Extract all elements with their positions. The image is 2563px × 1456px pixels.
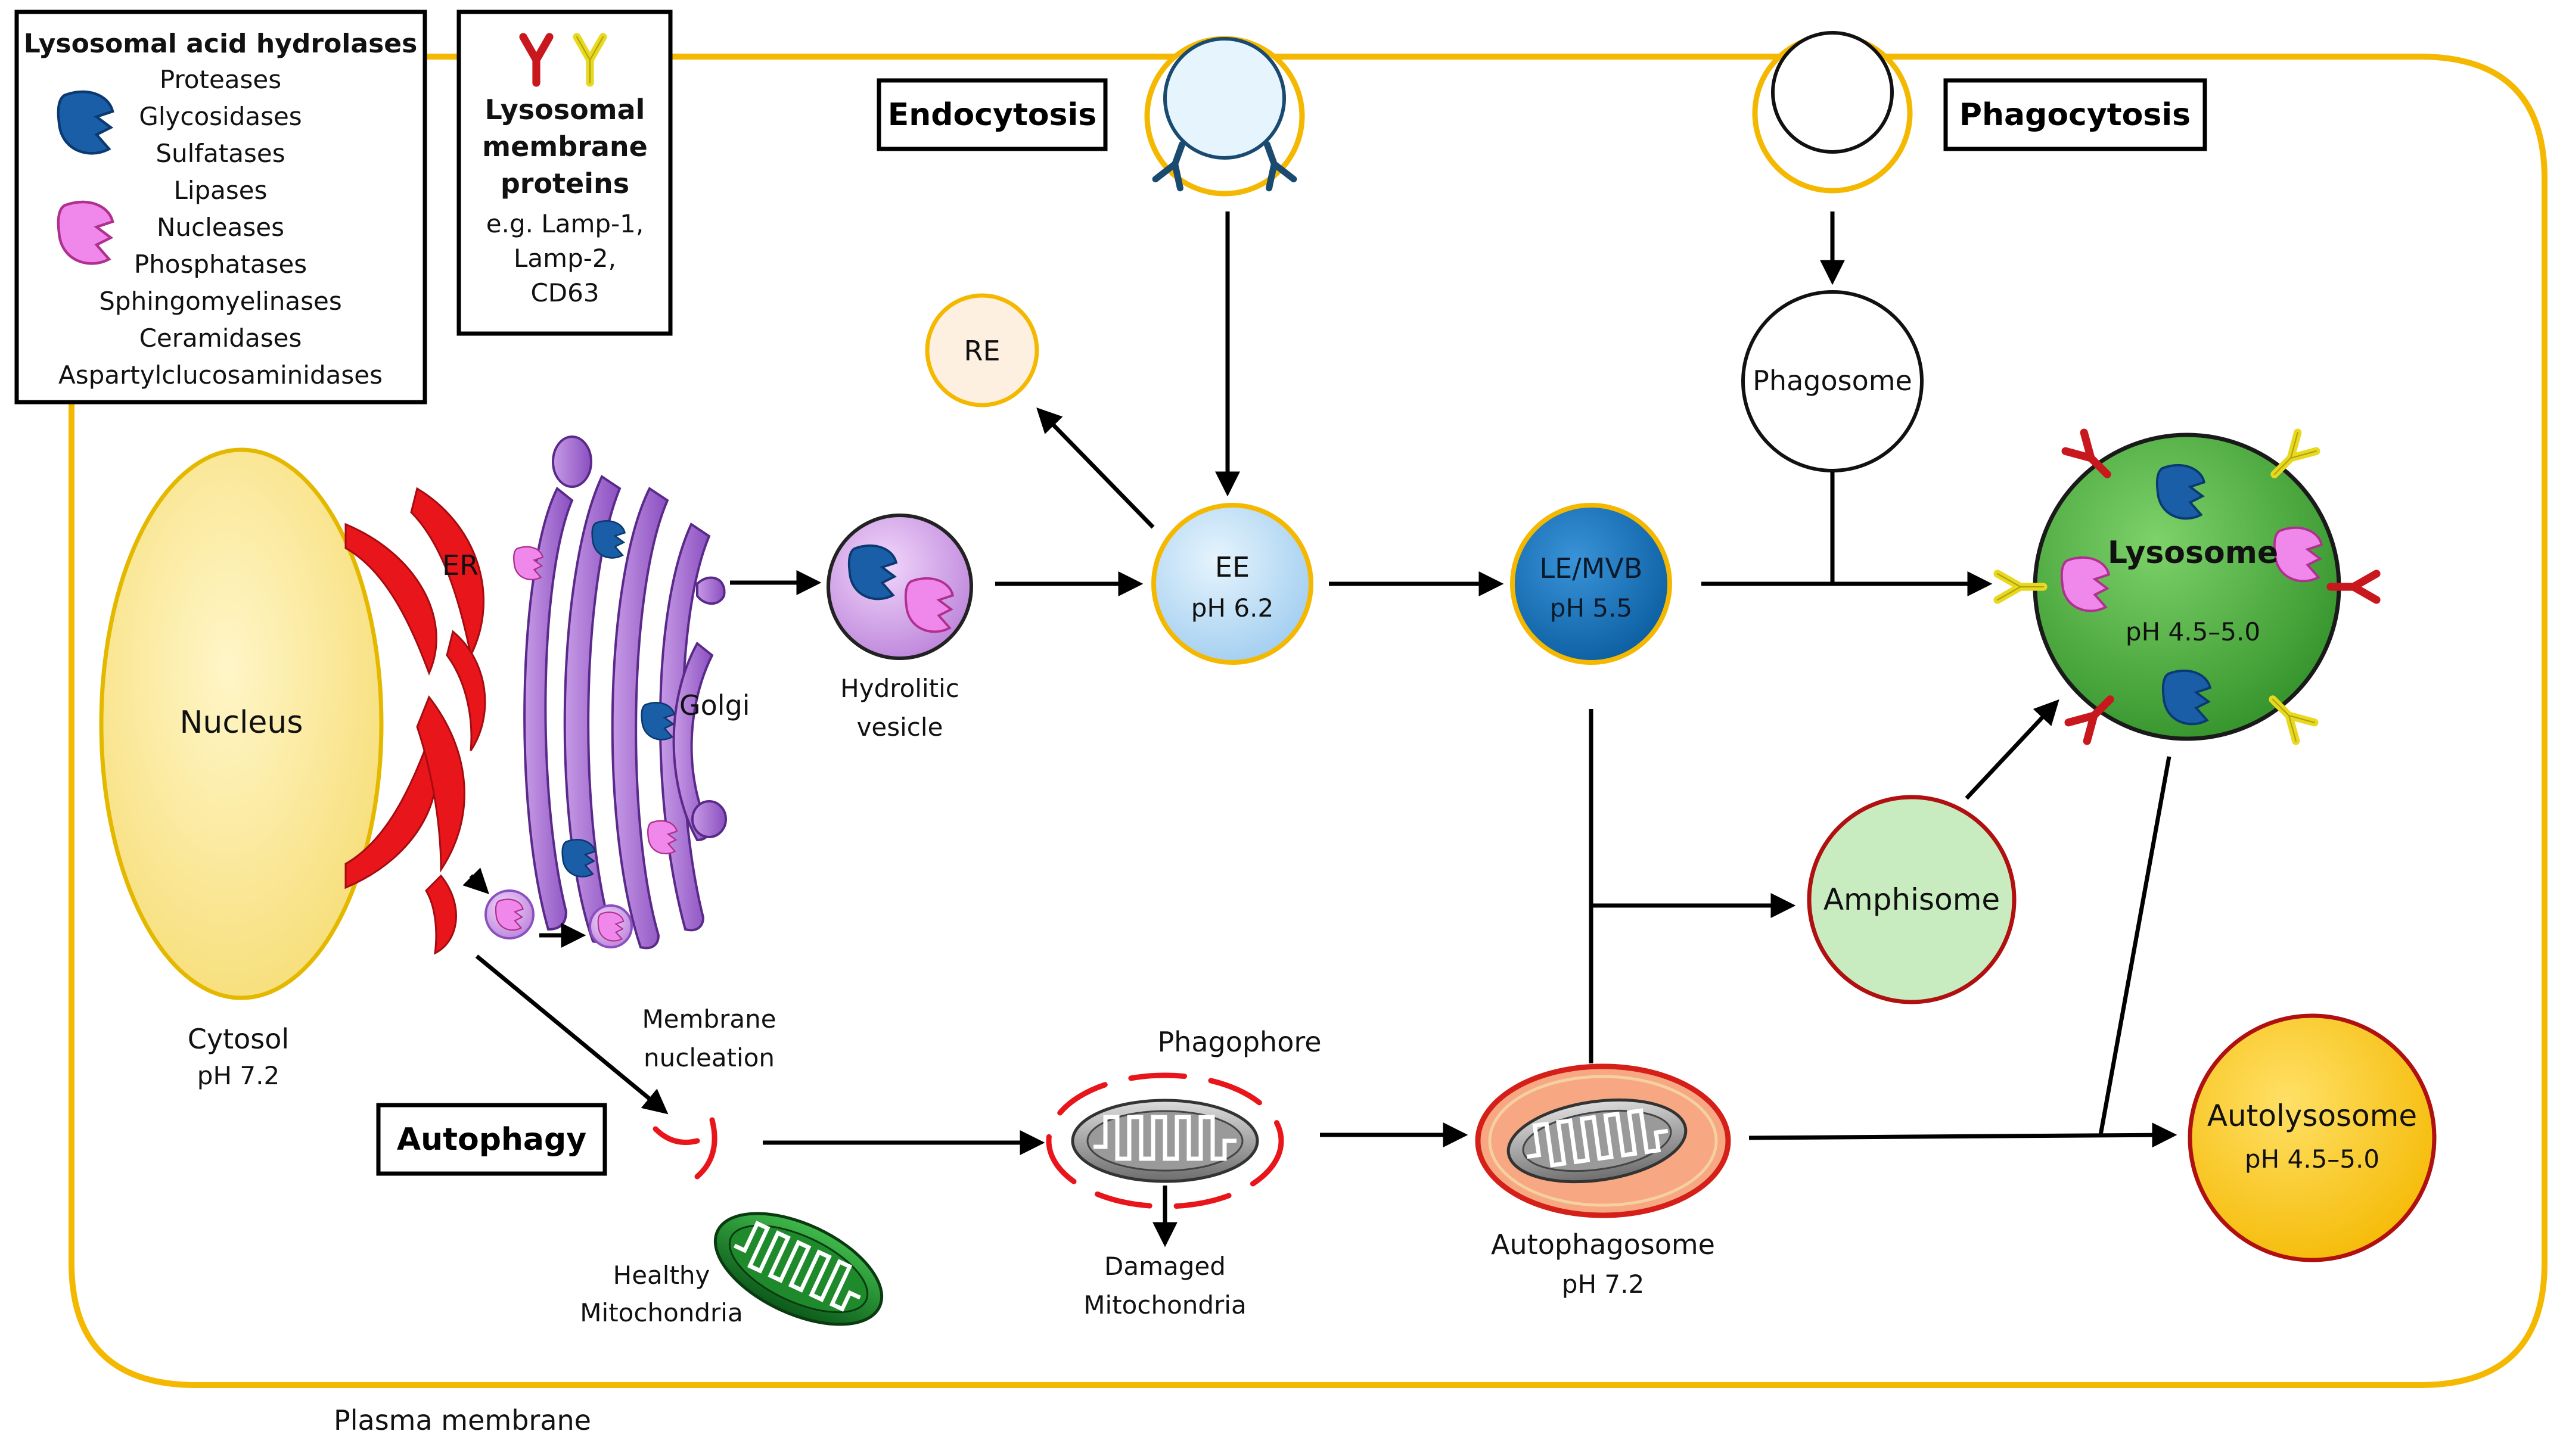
hydrolase-pink-icon	[647, 820, 678, 855]
legend-membrane-example: e.g. Lamp-1,	[486, 209, 644, 238]
le-mvb-ph: pH 5.5	[1550, 593, 1632, 623]
hydrolase-pink-icon	[597, 911, 625, 942]
golgi-apparatus	[523, 435, 727, 950]
endocytosis-label: Endocytosis	[888, 97, 1097, 133]
legend-item: Sphingomyelinases	[99, 287, 342, 316]
re-label: RE	[964, 335, 1000, 367]
phagocytic-vesicle	[1752, 31, 1913, 194]
hydrolase-blue-icon	[2155, 463, 2205, 520]
damaged-mito-label: Damaged	[1104, 1252, 1226, 1281]
autophagosome	[1475, 1063, 1731, 1218]
hydrolytic-vesicle	[827, 514, 973, 660]
lysosome: Lysosome pH 4.5–5.0	[1997, 433, 2376, 741]
transport-vesicle	[589, 904, 633, 948]
legend-membrane-proteins: Lysosomal membrane proteins e.g. Lamp-1,…	[456, 10, 673, 336]
endocytic-vesicle	[1144, 36, 1305, 197]
hydrolase-blue-icon	[58, 92, 113, 153]
plasma-membrane	[69, 54, 2548, 1388]
autophagosome-ph: pH 7.2	[1562, 1270, 1644, 1299]
pathway-arrows	[475, 211, 2177, 1155]
autolysosome-ph: pH 4.5–5.0	[2245, 1144, 2379, 1174]
ee-label: EE	[1215, 551, 1250, 583]
legend-membrane-example: CD63	[530, 278, 599, 307]
hydrolase-pink-icon	[513, 546, 543, 581]
healthy-mito-label: Mitochondria	[580, 1298, 743, 1327]
phagophore	[1046, 1072, 1284, 1209]
legend-item: Ceramidases	[139, 323, 302, 353]
legend-item: Aspartylclucosaminidases	[58, 360, 383, 390]
autolysosome: Autolysosome pH 4.5–5.0	[2188, 1013, 2437, 1262]
hydrolytic-vesicle-label: Hydrolitic	[840, 674, 959, 703]
lysosome-label: Lysosome	[2108, 535, 2278, 571]
hydrolytic-vesicle-label: vesicle	[857, 713, 943, 742]
phagosome-label: Phagosome	[1753, 365, 1912, 397]
autophagy-box: Autophagy	[376, 1103, 607, 1176]
legend-hydrolases-title: Lysosomal acid hydrolases	[24, 29, 418, 59]
ee-ph: pH 6.2	[1191, 593, 1273, 623]
hydrolase-pink-icon	[2273, 526, 2323, 583]
early-endosome: EE pH 6.2	[1151, 503, 1313, 665]
hydrolase-blue-icon	[2161, 669, 2211, 726]
autophagosome-label: Autophagosome	[1491, 1228, 1715, 1261]
damaged-mito-label: Mitochondria	[1083, 1290, 1246, 1320]
hydrolase-pink-icon	[495, 898, 524, 931]
transport-vesicle	[484, 889, 535, 939]
phagocytosis-box: Phagocytosis	[1943, 78, 2207, 151]
cytosol-label: Cytosol	[188, 1023, 289, 1055]
membrane-nucleation-label: nucleation	[644, 1043, 775, 1072]
amphisome-label: Amphisome	[1823, 882, 2000, 917]
hydrolase-pink-icon	[58, 202, 113, 263]
isolation-membrane	[653, 1117, 717, 1180]
legend-item: Phosphatases	[134, 250, 307, 279]
hydrolase-pink-icon	[2060, 556, 2110, 612]
legend-item: Proteases	[160, 65, 281, 94]
damaged-mitochondrion	[1506, 1098, 1688, 1184]
phagocytosis-label: Phagocytosis	[1959, 97, 2191, 133]
legend-item: Glycosidases	[139, 102, 302, 131]
legend-item: Lipases	[173, 176, 267, 205]
hydrolase-pink-icon	[904, 577, 954, 633]
late-endosome-mvb: LE/MVB pH 5.5	[1510, 503, 1672, 665]
golgi-label: Golgi	[679, 689, 750, 721]
er-label: ER	[442, 549, 479, 581]
legend-item: Nucleases	[157, 213, 284, 242]
healthy-mito-label: Healthy	[613, 1261, 710, 1290]
amphisome: Amphisome	[1807, 795, 2017, 1004]
recycling-endosome: RE	[925, 293, 1039, 407]
autophagy-label: Autophagy	[397, 1122, 586, 1158]
healthy-mitochondrion	[713, 1212, 884, 1326]
phagophore-label: Phagophore	[1157, 1026, 1321, 1058]
legend-hydrolases: Lysosomal acid hydrolases Proteases Glyc…	[14, 10, 427, 405]
legend-membrane-title: proteins	[501, 167, 629, 200]
cytosol-ph: pH 7.2	[197, 1061, 279, 1090]
endoplasmic-reticulum	[344, 487, 486, 955]
plasma-membrane-label: Plasma membrane	[334, 1404, 591, 1436]
le-mvb-label: LE/MVB	[1540, 552, 1643, 584]
nucleus-label: Nucleus	[180, 705, 303, 741]
endocytosis-box: Endocytosis	[877, 78, 1108, 151]
legend-membrane-title: membrane	[482, 130, 648, 163]
membrane-nucleation-label: Membrane	[642, 1004, 776, 1034]
hydrolase-blue-icon	[591, 520, 626, 559]
legend-item: Sulfatases	[156, 139, 285, 168]
hydrolase-blue-icon	[561, 839, 596, 878]
hydrolase-blue-icon	[847, 544, 897, 601]
legend-membrane-example: Lamp-2,	[514, 244, 616, 273]
lysosome-ph: pH 4.5–5.0	[2126, 617, 2260, 646]
legend-membrane-title: Lysosomal	[485, 94, 645, 126]
autolysosome-label: Autolysosome	[2207, 1099, 2417, 1133]
damaged-mitochondrion	[1071, 1099, 1259, 1183]
hydrolase-blue-icon	[641, 702, 675, 741]
nucleus: Nucleus	[99, 447, 384, 1000]
phagosome: Phagosome	[1741, 290, 1924, 472]
